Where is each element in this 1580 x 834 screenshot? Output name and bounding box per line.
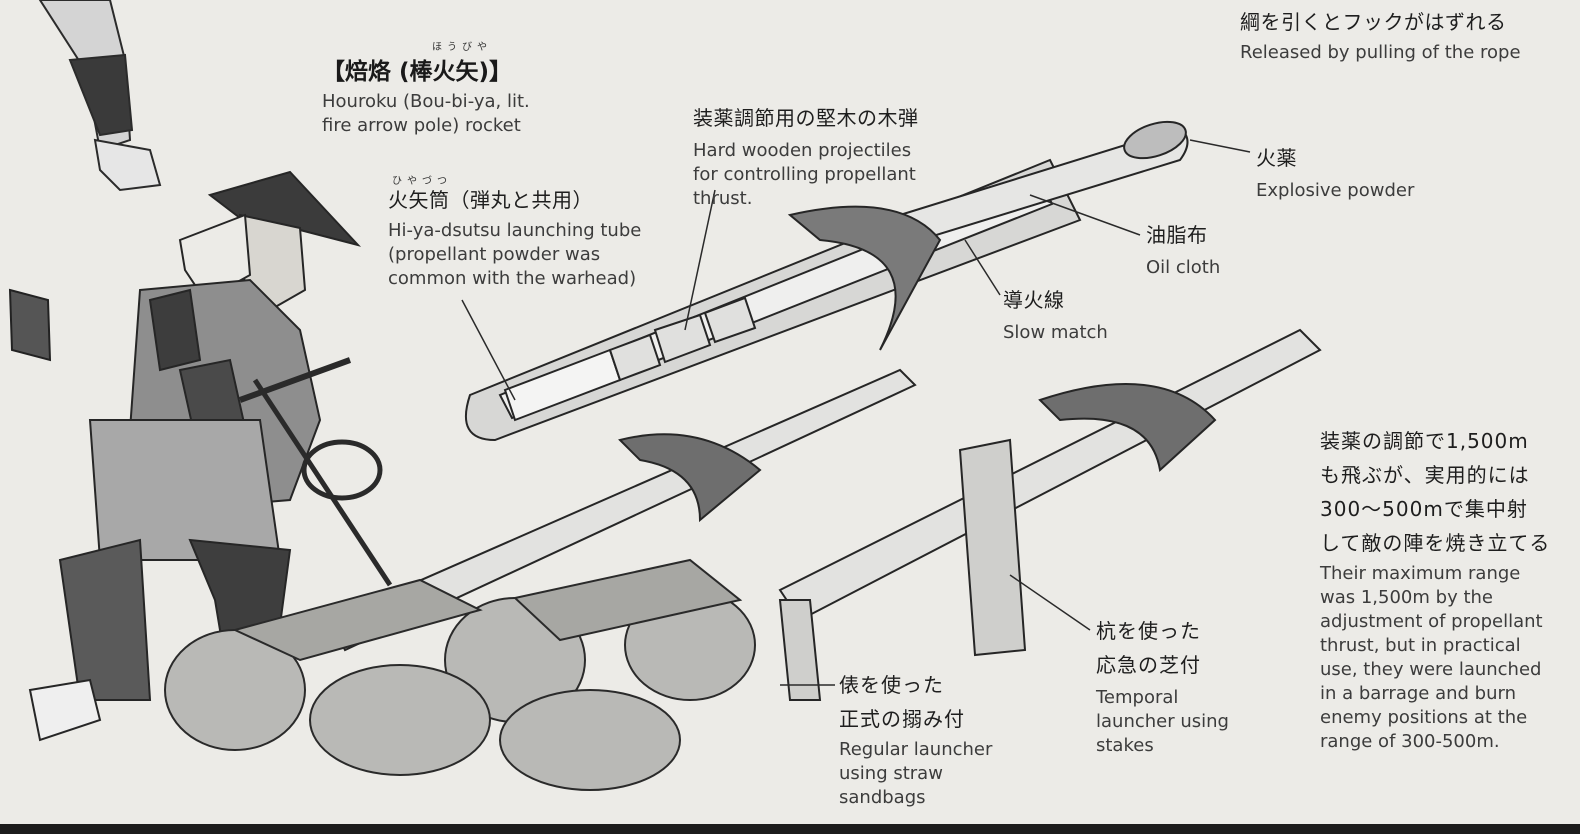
projectiles-en-line-1: Hard wooden projectiles xyxy=(693,140,912,161)
slow-match-label: 導火線 Slow match xyxy=(1003,284,1108,345)
range-en-line-8: range of 300-500m. xyxy=(1320,731,1500,752)
tube-jp: 火矢筒（弾丸と共用） xyxy=(388,188,593,212)
projectiles-en-line-3: thrust. xyxy=(693,188,753,209)
range-en-line-5: use, they were launched xyxy=(1320,659,1542,680)
partial-object-left-edge xyxy=(8,288,52,362)
straw-sandbags xyxy=(164,558,756,791)
oilcloth-jp: 油脂布 xyxy=(1146,223,1208,247)
projectiles-en-line-2: for controlling propellant xyxy=(693,164,916,185)
samurai-figure xyxy=(28,170,393,742)
sandbags-en-line-2: using straw xyxy=(839,763,943,784)
rocket-en-line-1: Houroku (Bou-bi-ya, lit. xyxy=(322,91,530,112)
projectiles-jp: 装薬調節用の堅木の木弾 xyxy=(693,106,919,130)
range-jp-line-2: も飛ぶが、実用的には xyxy=(1320,463,1530,487)
rocket-title: 【焙烙 (棒火矢)】 xyxy=(322,59,513,85)
oilcloth-en: Oil cloth xyxy=(1146,257,1221,278)
stakes-jp-line-1: 杭を使った xyxy=(1096,619,1201,643)
range-note: 装薬の調節で1,500m も飛ぶが、実用的には 300〜500mで集中射 して敵… xyxy=(1320,424,1550,754)
slowmatch-en: Slow match xyxy=(1003,322,1108,343)
stake-launcher-rocket xyxy=(778,328,1322,701)
range-en-line-4: thrust, but in practical xyxy=(1320,635,1521,656)
sandbags-jp-line-1: 俵を使った xyxy=(839,673,944,697)
range-en-line-2: was 1,500m by the xyxy=(1320,587,1493,608)
oil-cloth-label: 油脂布 Oil cloth xyxy=(1146,219,1220,280)
stakes-en-line-1: Temporal xyxy=(1096,687,1179,708)
rope-release-note: 綱を引くとフックがはずれる Released by pulling of the… xyxy=(1240,6,1521,65)
tube-en-line-3: common with the warhead) xyxy=(388,268,637,289)
rocket-title-block: ほうびや 【焙烙 (棒火矢)】 Houroku (Bou-bi-ya, lit.… xyxy=(322,38,530,138)
tube-furigana: ひやづつ xyxy=(392,176,452,187)
range-jp-line-1: 装薬の調節で1,500m xyxy=(1320,429,1529,453)
sandbag-launcher-label: 俵を使った 正式の搦み付 Regular launcher using stra… xyxy=(839,668,992,810)
range-en-line-6: in a barrage and burn xyxy=(1320,683,1516,704)
tube-en-line-1: Hi-ya-dsutsu launching tube xyxy=(388,220,642,241)
sandbag-launcher-rocket xyxy=(328,368,917,652)
stakes-en-line-2: launcher using xyxy=(1096,711,1229,732)
leader-lines xyxy=(461,139,1251,686)
rope-release-en: Released by pulling of the rope xyxy=(1240,42,1521,63)
tube-en-line-2: (propellant powder was xyxy=(388,244,601,265)
range-en-line-1: Their maximum range xyxy=(1320,563,1521,584)
range-jp-line-3: 300〜500mで集中射 xyxy=(1320,497,1528,521)
sandbags-jp-line-2: 正式の搦み付 xyxy=(839,707,965,731)
powder-en: Explosive powder xyxy=(1256,180,1415,201)
stakes-en-line-3: stakes xyxy=(1096,735,1154,756)
range-jp-line-4: して敵の陣を焼き立てる xyxy=(1320,531,1551,555)
range-en-line-7: enemy positions at the xyxy=(1320,707,1528,728)
range-en-line-3: adjustment of propellant xyxy=(1320,611,1543,632)
explosive-powder-label: 火薬 Explosive powder xyxy=(1256,142,1414,203)
rocket-en-line-2: fire arrow pole) rocket xyxy=(322,115,521,136)
slowmatch-jp: 導火線 xyxy=(1003,288,1065,312)
sandbags-en-line-3: sandbags xyxy=(839,787,926,808)
powder-jp: 火薬 xyxy=(1256,146,1297,170)
page-bottom-edge xyxy=(0,824,1580,834)
partial-figure-top-left xyxy=(38,0,162,192)
cutaway-rocket xyxy=(465,120,1189,442)
projectiles-label: 装薬調節用の堅木の木弾 Hard wooden projectiles for … xyxy=(693,102,919,211)
launching-tube-label: ひやづつ 火矢筒（弾丸と共用） Hi-ya-dsutsu launching t… xyxy=(388,172,641,291)
rocket-furigana: ほうびや xyxy=(432,42,492,53)
rope-release-jp: 綱を引くとフックがはずれる xyxy=(1240,10,1507,34)
stake-launcher-label: 杭を使った 応急の芝付 Temporal launcher using stak… xyxy=(1096,614,1229,758)
sandbags-en-line-1: Regular launcher xyxy=(839,739,993,760)
stakes-jp-line-2: 応急の芝付 xyxy=(1096,653,1201,677)
